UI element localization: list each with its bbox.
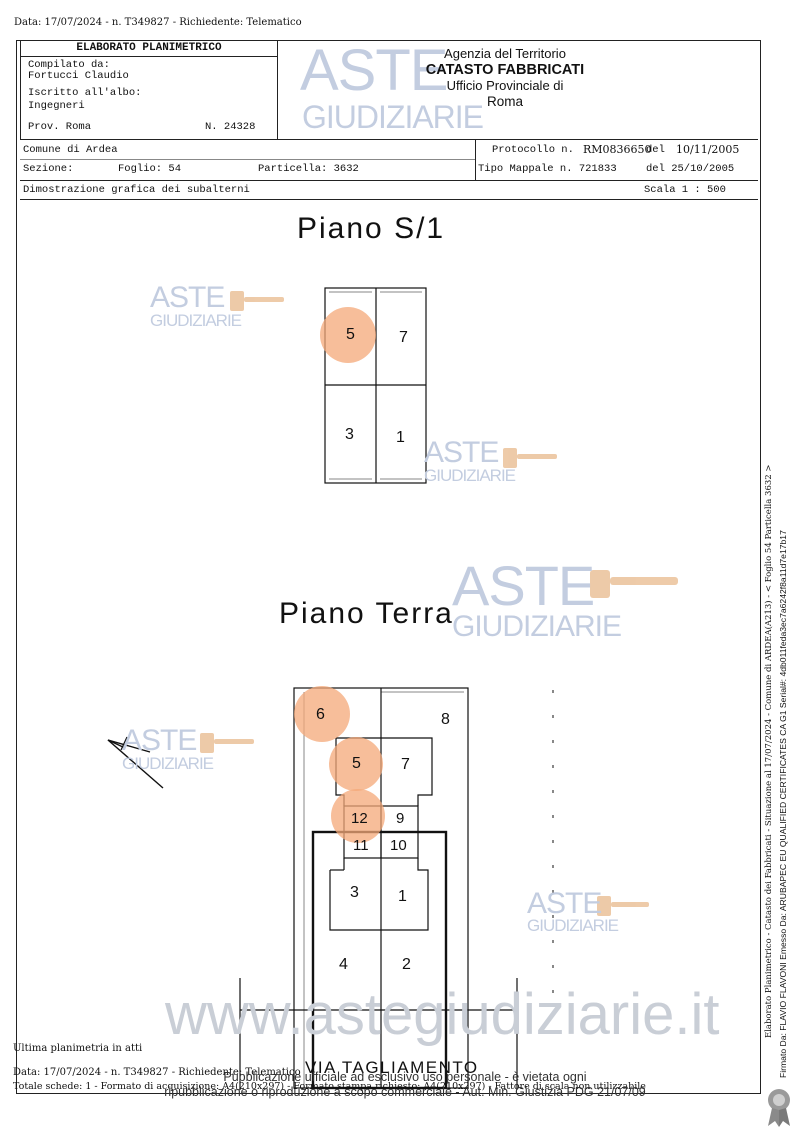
watermark-aste-header: ASTE [300, 38, 448, 103]
agency-line2: CATASTO FABBRICATI [425, 62, 585, 78]
tipo-mappale: Tipo Mappale n. 721833 [478, 163, 617, 175]
side-text-1: Elaborato Planimetrico - Catasto dei Fab… [764, 464, 774, 1038]
s1-unit-1: 1 [396, 429, 405, 446]
comune: Comune di Ardea [23, 144, 118, 156]
watermark-giudiziarie-3: GIUDIZIARIE [452, 610, 622, 643]
sezione-label: Sezione: [23, 163, 74, 175]
numero-albo: N. 24328 [205, 121, 256, 133]
agency-line1: Agenzia del Territorio [444, 46, 566, 61]
elaborato-title: ELABORATO PLANIMETRICO [21, 41, 277, 57]
agency-line4: Roma [486, 94, 523, 109]
seal-icon [768, 1089, 790, 1127]
iscritto-value: Ingegneri [28, 100, 85, 112]
watermark-aste-1: ASTE [150, 281, 225, 314]
watermark-site: www.astegiudiziarie.it [165, 982, 720, 1047]
protocollo-num: RM0836650 [583, 143, 652, 156]
scala: Scala 1 : 500 [644, 184, 726, 196]
dimostrazione: Dimostrazione grafica dei subalterni [23, 184, 250, 196]
piano-terra-label: Piano Terra [279, 597, 454, 630]
watermark-giudiziarie-5: GIUDIZIARIE [527, 916, 619, 935]
terra-unit-10: 10 [390, 837, 407, 854]
pub-line2: ripubblicazione o riproduzione a scopo c… [164, 1085, 646, 1099]
compilato-label: Compilato da: [28, 59, 110, 71]
elaborato-box: ELABORATO PLANIMETRICO Compilato da: For… [20, 40, 278, 140]
s1-unit-5: 5 [346, 326, 355, 343]
protocollo-date: 10/11/2005 [676, 143, 740, 156]
watermark-aste-3: ASTE [452, 554, 595, 617]
foglio: Foglio: 54 [118, 163, 182, 175]
s1-unit-3: 3 [345, 426, 354, 443]
terra-unit-11: 11 [353, 837, 369, 854]
side-text-2: Firmato Da: FLAVIO FLAVONI Emesso Da: AR… [778, 530, 788, 1078]
prov-label: Prov. Roma [28, 121, 92, 133]
watermark-giudiziarie-2: GIUDIZIARIE [424, 466, 516, 485]
header-line: Data: 17/07/2024 - n. T349827 - Richiede… [14, 17, 302, 28]
watermark-aste-2: ASTE [424, 436, 499, 469]
highlight-terra-6 [294, 686, 350, 742]
highlight-terra-5 [329, 737, 383, 791]
terra-unit-3: 3 [350, 884, 359, 901]
dimostrazione-row: Dimostrazione grafica dei subalterni Sca… [20, 180, 758, 200]
info-rows: Comune di Ardea Sezione: Foglio: 54 Part… [20, 139, 758, 180]
protocollo-label: Protocollo n. [492, 144, 574, 156]
terra-unit-5: 5 [352, 755, 361, 772]
highlight-terra-12 [331, 789, 385, 843]
terra-unit-9: 9 [396, 810, 405, 827]
piano-s1-label: Piano S/1 [297, 212, 446, 245]
footer-line1: Data: 17/07/2024 - n. T349827 - Richiede… [13, 1067, 301, 1078]
watermark-giudiziarie-1: GIUDIZIARIE [150, 311, 242, 330]
terra-unit-6: 6 [316, 706, 325, 723]
gavel-icon [200, 291, 678, 916]
watermark-aste-5: ASTE [527, 887, 602, 920]
terra-unit-7: 7 [401, 756, 410, 773]
watermark-aste-4: ASTE [122, 724, 197, 757]
particella: Particella: 3632 [258, 163, 359, 175]
terra-unit-12: 12 [351, 810, 368, 827]
s1-unit-7: 7 [399, 329, 408, 346]
terra-unit-8: 8 [441, 711, 450, 728]
terra-unit-1: 1 [398, 888, 407, 905]
compilato-name: Fortucci Claudio [28, 70, 129, 82]
terra-unit-2: 2 [402, 956, 411, 973]
footer-line2: Totale schede: 1 - Formato di acquisizio… [13, 1081, 646, 1092]
plan-s1 [324, 287, 427, 484]
document-frame [16, 40, 761, 1094]
terra-unit-4: 4 [339, 956, 348, 973]
watermark-giudiziarie-4: GIUDIZIARIE [122, 754, 214, 773]
agency-line3: Ufficio Provinciale di [446, 78, 564, 93]
street-name: VIA TAGLIAMENTO [305, 1058, 479, 1077]
protocollo-del: del [646, 144, 665, 156]
pub-line1: Pubblicazione ufficiale ad esclusivo uso… [223, 1070, 587, 1084]
highlight-s1-5 [320, 307, 376, 363]
tipo-mappale-date: del 25/10/2005 [646, 163, 735, 175]
agency-block: Agenzia del Territorio CATASTO FABBRICAT… [400, 46, 610, 110]
ultima-planimetria: Ultima planimetria in atti [13, 1043, 143, 1054]
watermark-giudiziarie-header: GIUDIZIARIE [302, 99, 484, 135]
iscritto-label: Iscritto all'albo: [28, 87, 142, 99]
